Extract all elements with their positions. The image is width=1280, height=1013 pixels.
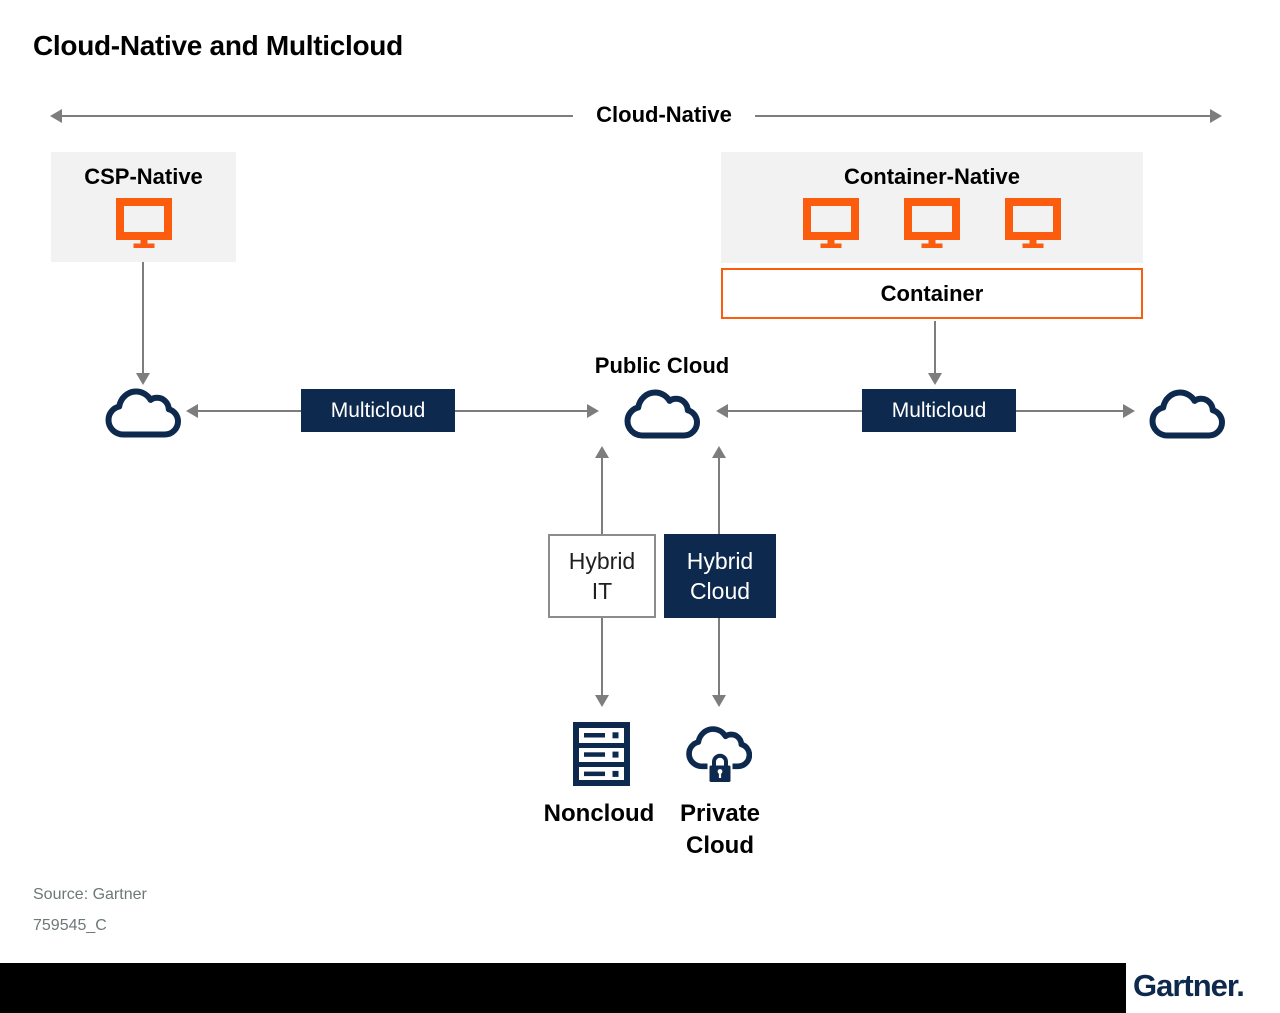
- server-rack-icon: [573, 722, 630, 786]
- connector-csp-to-cloud: [142, 262, 144, 374]
- csp-native-label: CSP-Native: [84, 164, 203, 189]
- multicloud-left-box: Multicloud: [301, 389, 455, 432]
- monitor-icon: [116, 198, 172, 248]
- hybrid-cloud-box: Hybrid Cloud: [664, 534, 776, 618]
- container-native-label: Container-Native: [843, 164, 1021, 189]
- arrowhead-left-icon: [716, 404, 728, 418]
- figure-id: 759545_C: [33, 917, 107, 934]
- page-title: Cloud-Native and Multicloud: [33, 30, 403, 61]
- cloud-native-axis-label: Cloud-Native: [574, 102, 754, 128]
- cloud-icon: [623, 389, 701, 443]
- container-native-panel: Container-Native: [721, 152, 1143, 263]
- multicloud-left-label: Multicloud: [330, 398, 426, 422]
- cloud-icon: [1148, 389, 1226, 443]
- monitor-icon: [803, 198, 859, 248]
- cloud-lock-icon: [686, 726, 752, 784]
- monitor-icon: [1005, 198, 1061, 248]
- arrowhead-right-icon: [1210, 109, 1222, 123]
- arrowhead-right-icon: [1123, 404, 1135, 418]
- arrowhead-left-icon: [50, 109, 62, 123]
- hybrid-cloud-label: Hybrid Cloud: [686, 548, 754, 604]
- arrowhead-up-icon: [712, 446, 726, 458]
- connector-multicloud-right-to-cloud: [1016, 410, 1124, 412]
- arrowhead-down-icon: [595, 695, 609, 707]
- arrowhead-down-icon: [928, 373, 942, 385]
- cloud-icon: [104, 388, 182, 442]
- connector-container-to-multicloud: [934, 321, 936, 374]
- arrowhead-down-icon: [136, 373, 150, 385]
- arrowhead-down-icon: [712, 695, 726, 707]
- arrowhead-right-icon: [587, 404, 599, 418]
- public-cloud-label: Public Cloud: [594, 353, 730, 378]
- axis-line-left: [60, 115, 573, 117]
- arrowhead-up-icon: [595, 446, 609, 458]
- hybrid-it-box: Hybrid IT: [548, 534, 656, 618]
- container-label: Container: [880, 280, 984, 306]
- connector-multicloud-left-to-public-cloud: [455, 410, 588, 412]
- axis-line-right: [755, 115, 1212, 117]
- hybrid-it-label: Hybrid IT: [568, 548, 636, 604]
- noncloud-label: Noncloud: [543, 800, 655, 827]
- private-cloud-label: Private Cloud: [679, 800, 761, 859]
- arrowhead-left-icon: [186, 404, 198, 418]
- connector-multicloud-left-to-cloud: [196, 410, 301, 412]
- monitor-icon: [904, 198, 960, 248]
- gartner-logo: Gartner.: [1133, 968, 1245, 1003]
- csp-native-panel: CSP-Native: [51, 152, 236, 262]
- connector-multicloud-right-to-public-cloud: [728, 410, 862, 412]
- container-box: Container: [721, 268, 1143, 319]
- footer-bar: [0, 963, 1126, 1013]
- multicloud-right-label: Multicloud: [891, 398, 987, 422]
- multicloud-right-box: Multicloud: [862, 389, 1016, 432]
- source-text: Source: Gartner: [33, 886, 147, 903]
